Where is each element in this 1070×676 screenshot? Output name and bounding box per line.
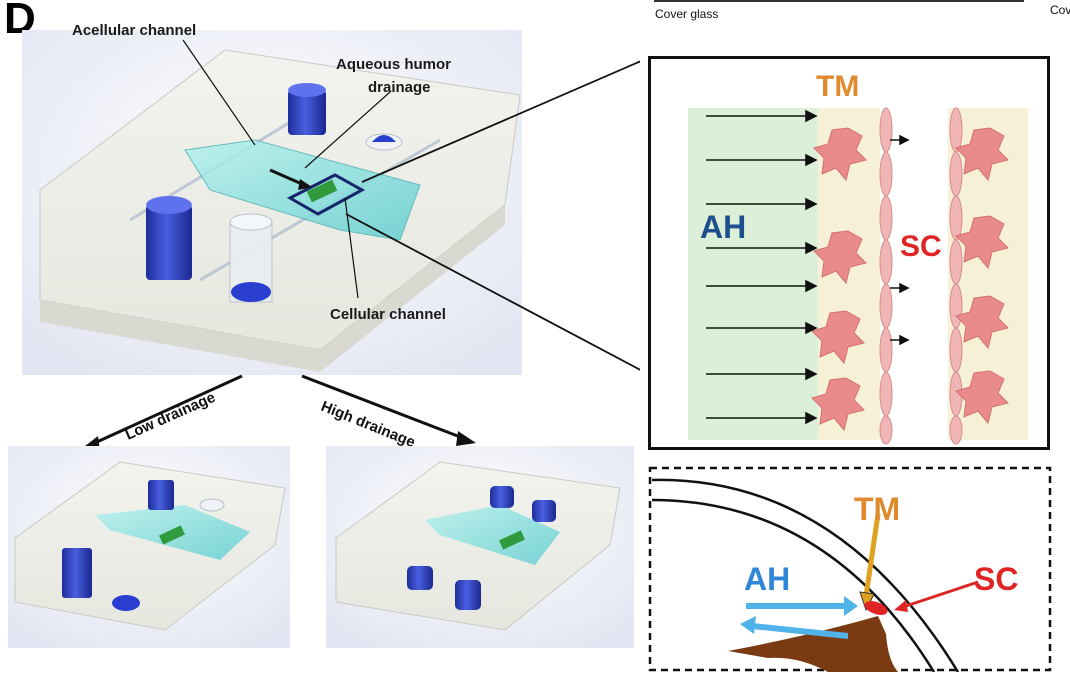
- sc-label-bottom: SC: [974, 561, 1018, 597]
- aqueous-humor-label: Aqueous humor: [336, 56, 451, 73]
- ah-label-top: AH: [700, 209, 746, 245]
- inset-bottom-schematic: TM AH SC: [648, 466, 1052, 672]
- high-drainage-label: High drainage: [319, 398, 418, 451]
- acellular-channel-label: Acellular channel: [72, 22, 197, 39]
- tm-label-bottom: TM: [854, 491, 900, 527]
- cover-glass-label-cut: Cov: [1050, 3, 1070, 17]
- low-drainage-label: Low drainage: [123, 389, 218, 444]
- cover-glass-line: [654, 0, 1024, 2]
- sc-label-top: SC: [900, 230, 942, 263]
- inset-top-schematic: TM AH SC: [648, 56, 1050, 450]
- tm-label-top: TM: [816, 70, 859, 103]
- cover-glass-label: Cover glass: [655, 7, 719, 21]
- cellular-channel-label: Cellular channel: [330, 306, 446, 323]
- main-device-illustration: Low drainage High drainage: [8, 30, 640, 648]
- drainage-label: drainage: [368, 79, 431, 96]
- ah-label-bottom: AH: [744, 561, 790, 597]
